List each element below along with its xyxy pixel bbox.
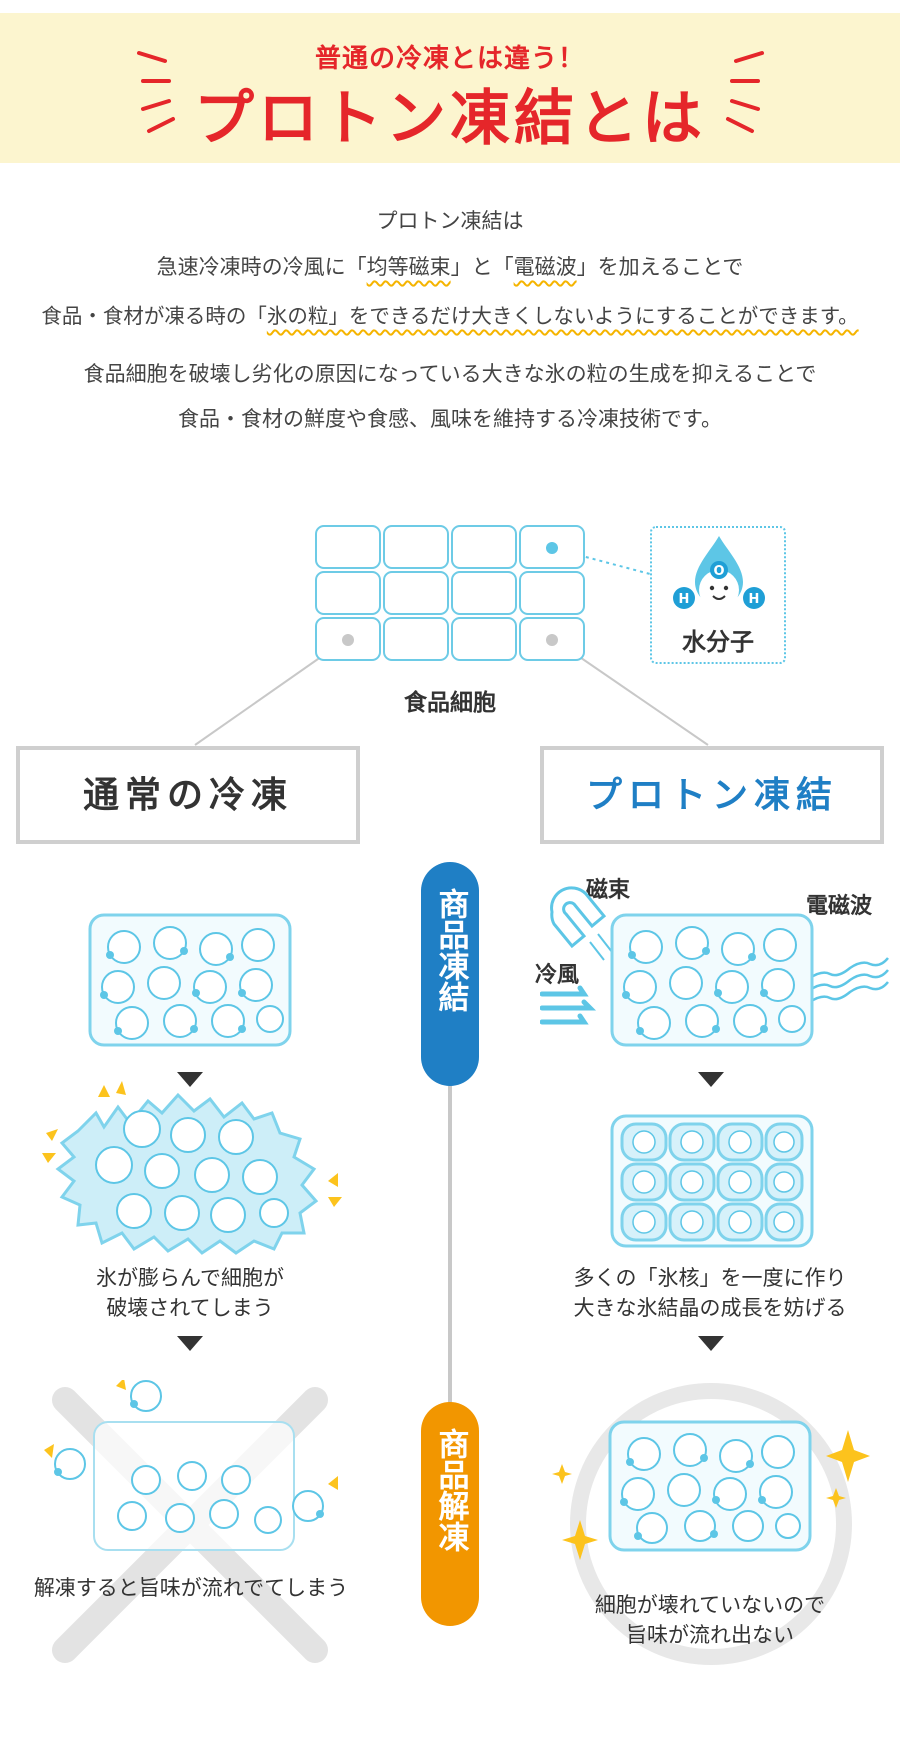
highlight-electromagnetic: 電磁波 (513, 255, 577, 279)
electromagnetic-wave-label: 電磁波 (806, 894, 873, 919)
water-molecule-box (650, 526, 786, 664)
normal-expand-description: 氷が膨らんで細胞が 破壊されてしまう (40, 1263, 340, 1323)
desc-line: 細胞が壊れていないので (594, 1593, 826, 1617)
intro-text: 」を加えることで (576, 255, 744, 279)
down-arrow-icon (177, 1336, 203, 1351)
header-banner (0, 13, 900, 163)
product-thawing-pill: 商品解凍 (421, 1402, 479, 1626)
magnetic-flux-label: 磁束 (586, 878, 631, 903)
proton-cells-thawed (552, 1420, 870, 1560)
down-arrow-icon (177, 1072, 203, 1087)
proton-freezing-heading: プロトン凍結 (540, 746, 884, 844)
product-freezing-pill: 商品凍結 (421, 862, 479, 1086)
oxygen-label: O (713, 564, 724, 579)
center-timeline (448, 1080, 452, 1420)
desc-line: 氷が膨らんで細胞が (96, 1266, 284, 1290)
normal-cells-thawed (44, 1380, 338, 1551)
normal-cells-before (88, 913, 292, 1047)
intro-text: 食品・食材が凍る時の「 (41, 304, 267, 328)
pill-label: 商品解凍 (432, 1428, 469, 1552)
down-arrow-icon (698, 1336, 724, 1351)
proton-cells-ice-nuclei (610, 1114, 814, 1248)
hydrogen-label-left: H (679, 592, 690, 607)
water-molecule-icon: O H H (673, 536, 765, 610)
intro-line-4: 食品細胞を破壊し劣化の原因になっている大きな氷の粒の生成を抑えることで (83, 362, 817, 386)
proton-cells-before (610, 913, 814, 1047)
cold-air-arrows-icon (540, 985, 597, 1025)
magnet-icon (550, 886, 613, 961)
desc-line: 多くの「氷核」を一度に作り (573, 1266, 847, 1290)
water-molecule-label: 水分子 (682, 628, 754, 656)
cold-air-label: 冷風 (535, 963, 580, 988)
normal-freezing-heading: 通常の冷凍 (16, 746, 360, 844)
food-cell-label: 食品細胞 (404, 690, 496, 716)
normal-cells-expanded (42, 1081, 342, 1255)
emphasis-lines-left (137, 51, 175, 133)
desc-line: 破壊されてしまう (106, 1296, 274, 1320)
intro-line-1: プロトン凍結は (376, 209, 524, 233)
intro-line-3: 食品・食材が凍る時の「氷の粒」をできるだけ大きくしないようにすることができます。 (0, 299, 900, 329)
electromagnetic-wave-icon (809, 957, 889, 1004)
highlight-ice-grain: 氷の粒」をできるだけ大きくしないようにすることができます。 (266, 304, 859, 328)
page-subtitle: 普通の冷凍とは違う！ (314, 44, 585, 74)
intro-text: 」と「 (450, 255, 514, 279)
page-title: プロトン凍結とは (194, 84, 706, 154)
intro-text: 急速冷凍時の冷風に「 (156, 255, 367, 279)
hydrogen-label-right: H (749, 592, 760, 607)
intro-line-5: 食品・食材の鮮度や食感、風味を維持する冷凍技術です。 (178, 407, 722, 431)
emphasis-lines-right (726, 51, 764, 133)
normal-thaw-description: 解凍すると旨味が流れでてしまう (33, 1576, 349, 1600)
desc-line: 旨味が流れ出ない (626, 1623, 794, 1647)
proton-thaw-description: 細胞が壊れていないので 旨味が流れ出ない (540, 1590, 880, 1650)
food-cell-grid (315, 525, 585, 661)
down-arrow-icon (698, 1072, 724, 1087)
pill-label: 商品凍結 (432, 888, 469, 1012)
highlight-magnetic-flux: 均等磁束 (366, 255, 451, 279)
desc-line: 大きな氷結晶の成長を妨げる (573, 1296, 847, 1320)
intro-line-2: 急速冷凍時の冷風に「均等磁束」と「電磁波」を加えることで (0, 251, 900, 281)
proton-nuclei-description: 多くの「氷核」を一度に作り 大きな氷結晶の成長を妨げる (530, 1263, 890, 1323)
